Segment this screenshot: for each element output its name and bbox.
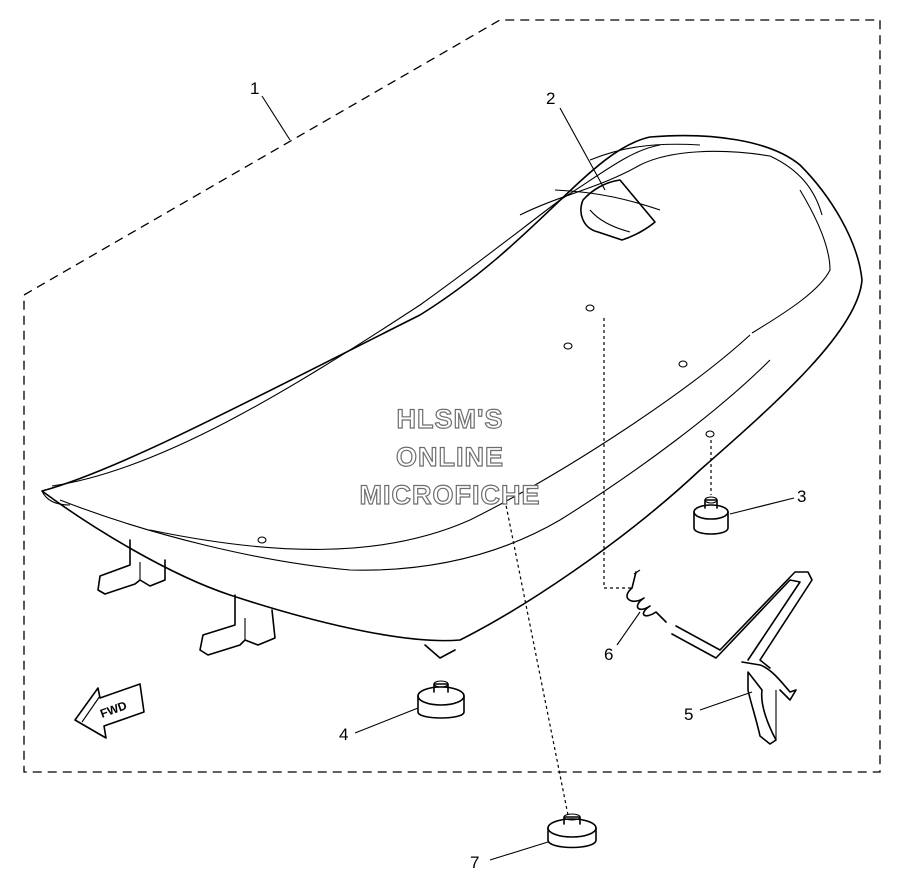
guide-line-damper-7 [504, 499, 569, 816]
callout-7: 7 [470, 853, 479, 872]
fwd-arrow-icon: FWD [74, 683, 145, 739]
callout-1: 1 [250, 79, 259, 98]
watermark-line-2: ONLINE [396, 442, 504, 472]
watermark-line-1: HLSM'S [397, 404, 504, 434]
callout-5: 5 [684, 705, 693, 724]
callout-numbers: 1 2 3 4 5 6 7 [250, 79, 806, 872]
leader-lines [261, 95, 795, 861]
watermark-line-3: MICROFICHE [360, 480, 541, 510]
callout-2: 2 [546, 89, 555, 108]
damper-part-7 [547, 813, 597, 849]
guide-line-spring [603, 318, 632, 589]
damper-part-3 [693, 496, 729, 535]
watermark: HLSM'S ONLINE MICROFICHE [359, 403, 541, 510]
damper-part-4 [417, 680, 465, 719]
spring-part-6 [626, 569, 667, 623]
lock-lever-part-5 [671, 571, 813, 745]
assembly-boundary [23, 19, 881, 773]
seat-strap [580, 179, 656, 241]
seat-assembly [41, 134, 863, 659]
fwd-label: FWD [98, 698, 129, 721]
callout-3: 3 [797, 487, 806, 506]
callout-4: 4 [339, 725, 348, 744]
callout-6: 6 [604, 645, 613, 664]
